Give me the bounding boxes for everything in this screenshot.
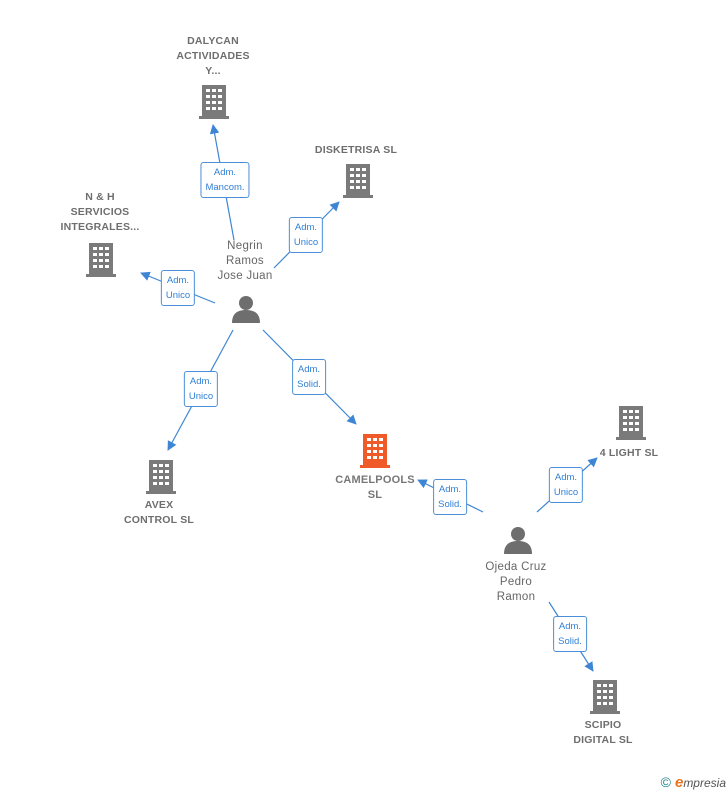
building-icon[interactable]: [343, 164, 373, 198]
brand-logo-e: e: [674, 774, 684, 791]
edge-label-adm-solid[interactable]: Adm. Solid.: [292, 359, 326, 395]
edge-label-adm-unico[interactable]: Adm. Unico: [160, 270, 196, 306]
building-icon[interactable]: [360, 434, 390, 468]
copyright-icon: ©: [660, 774, 671, 790]
person-icon[interactable]: [232, 296, 260, 323]
building-icon[interactable]: [616, 406, 646, 440]
building-icon[interactable]: [86, 243, 116, 277]
building-icon[interactable]: [590, 680, 620, 714]
brand-footer[interactable]: ©empresia: [661, 774, 726, 791]
node-label-negrin[interactable]: Negrin Ramos Jose Juan: [217, 240, 273, 282]
node-label-nh[interactable]: N & H SERVICIOS INTEGRALES...: [60, 191, 140, 233]
node-label-ojeda[interactable]: Ojeda Cruz Pedro Ramon: [485, 561, 547, 603]
person-icon[interactable]: [504, 527, 532, 554]
node-label-dalycan[interactable]: DALYCAN ACTIVIDADES Y...: [176, 35, 250, 77]
edge-label-adm-solid[interactable]: Adm. Solid.: [433, 479, 467, 515]
edge-label-adm-unico[interactable]: Adm. Unico: [288, 217, 324, 253]
node-label-avex[interactable]: AVEX CONTROL SL: [123, 499, 195, 526]
node-label-scipio[interactable]: SCIPIO DIGITAL SL: [573, 719, 633, 746]
node-label-disketrisa[interactable]: DISKETRISA SL: [314, 144, 398, 156]
edge-label-adm-solid[interactable]: Adm. Solid.: [553, 616, 587, 652]
building-icon[interactable]: [199, 85, 229, 119]
node-label-camelpools[interactable]: CAMELPOOLS SL: [335, 474, 415, 501]
edge-label-adm-unico[interactable]: Adm. Unico: [548, 467, 584, 503]
building-icon[interactable]: [146, 460, 176, 494]
node-label-4light[interactable]: 4 LIGHT SL: [599, 447, 659, 459]
edge-label-adm-unico[interactable]: Adm. Unico: [183, 371, 219, 407]
edge-label-adm-mancom[interactable]: Adm. Mancom.: [200, 162, 250, 198]
brand-logo-text: mpresia: [683, 776, 726, 790]
